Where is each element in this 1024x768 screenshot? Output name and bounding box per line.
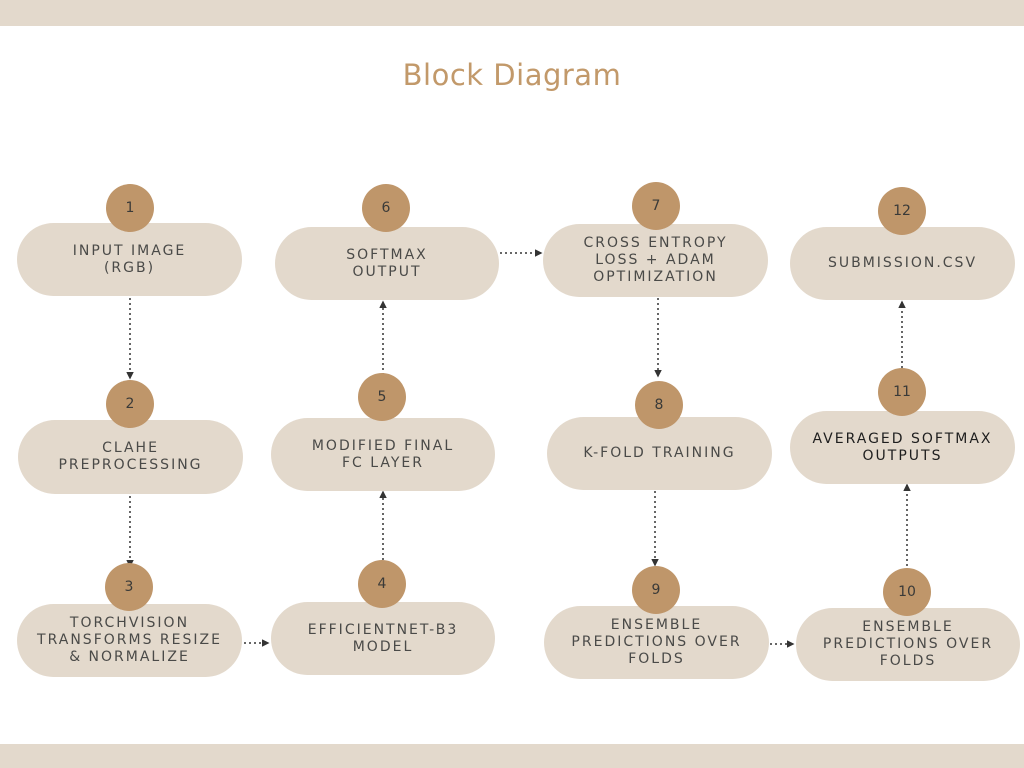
step-10-number: 10	[898, 584, 916, 600]
step-10-box: ENSEMBLE PREDICTIONS OVER FOLDS	[796, 608, 1020, 681]
step-6-badge: 6	[362, 184, 410, 232]
step-2-label: CLAHE PREPROCESSING	[58, 440, 203, 473]
step-1-label: INPUT IMAGE (RGB)	[72, 242, 187, 276]
step-9-label: ENSEMBLE PREDICTIONS OVER FOLDS	[571, 617, 742, 667]
step-8-badge: 8	[635, 381, 683, 429]
step-1-box: INPUT IMAGE (RGB)	[17, 223, 242, 296]
step-3-label: TORCHVISION TRANSFORMS RESIZE & NORMALIZ…	[37, 615, 222, 665]
step-9-box: ENSEMBLE PREDICTIONS OVER FOLDS	[544, 606, 769, 679]
top-band	[0, 0, 1024, 26]
step-4-box: EFFICIENTNET-B3 MODEL	[271, 602, 495, 675]
step-4-label: EFFICIENTNET-B3 MODEL	[307, 621, 459, 655]
step-5-box: MODIFIED FINAL FC LAYER	[271, 418, 495, 491]
step-8-label: K-FOLD TRAINING	[583, 445, 736, 461]
step-6-box: SOFTMAX OUTPUT	[275, 227, 499, 300]
step-12-number: 12	[893, 203, 911, 219]
step-10-label: ENSEMBLE PREDICTIONS OVER FOLDS	[822, 619, 994, 669]
step-11-badge: 11	[878, 368, 926, 416]
step-9-number: 9	[651, 582, 661, 598]
step-11-label: AVERAGED SOFTMAX OUTPUTS	[812, 430, 993, 464]
diagram-title: Block Diagram	[402, 58, 622, 92]
step-7-badge: 7	[632, 182, 680, 230]
step-5-number: 5	[377, 389, 387, 405]
step-3-number: 3	[124, 579, 134, 595]
step-9-badge: 9	[632, 566, 680, 614]
step-6-number: 6	[381, 200, 391, 216]
step-8-box: K-FOLD TRAINING	[547, 417, 772, 490]
step-11-box: AVERAGED SOFTMAX OUTPUTS	[790, 411, 1015, 484]
step-12-box: SUBMISSION.CSV	[790, 227, 1015, 300]
step-8-number: 8	[654, 397, 664, 413]
step-12-label: SUBMISSION.CSV	[827, 255, 978, 271]
step-4-badge: 4	[358, 560, 406, 608]
step-2-badge: 2	[106, 380, 154, 428]
step-7-box: CROSS ENTROPY LOSS + ADAM OPTIMIZATION	[543, 224, 768, 297]
step-6-label: SOFTMAX OUTPUT	[346, 246, 428, 280]
step-7-number: 7	[651, 198, 661, 214]
step-1-badge: 1	[106, 184, 154, 232]
step-4-number: 4	[377, 576, 387, 592]
step-10-badge: 10	[883, 568, 931, 616]
step-11-number: 11	[893, 384, 911, 400]
step-2-number: 2	[125, 396, 135, 412]
step-7-label: CROSS ENTROPY LOSS + ADAM OPTIMIZATION	[583, 235, 728, 285]
bottom-band	[0, 744, 1024, 768]
step-2-box: CLAHE PREPROCESSING	[18, 420, 243, 494]
step-5-label: MODIFIED FINAL FC LAYER	[311, 437, 455, 471]
step-12-badge: 12	[878, 187, 926, 235]
step-3-badge: 3	[105, 563, 153, 611]
step-5-badge: 5	[358, 373, 406, 421]
step-3-box: TORCHVISION TRANSFORMS RESIZE & NORMALIZ…	[17, 604, 242, 677]
step-1-number: 1	[125, 200, 135, 216]
